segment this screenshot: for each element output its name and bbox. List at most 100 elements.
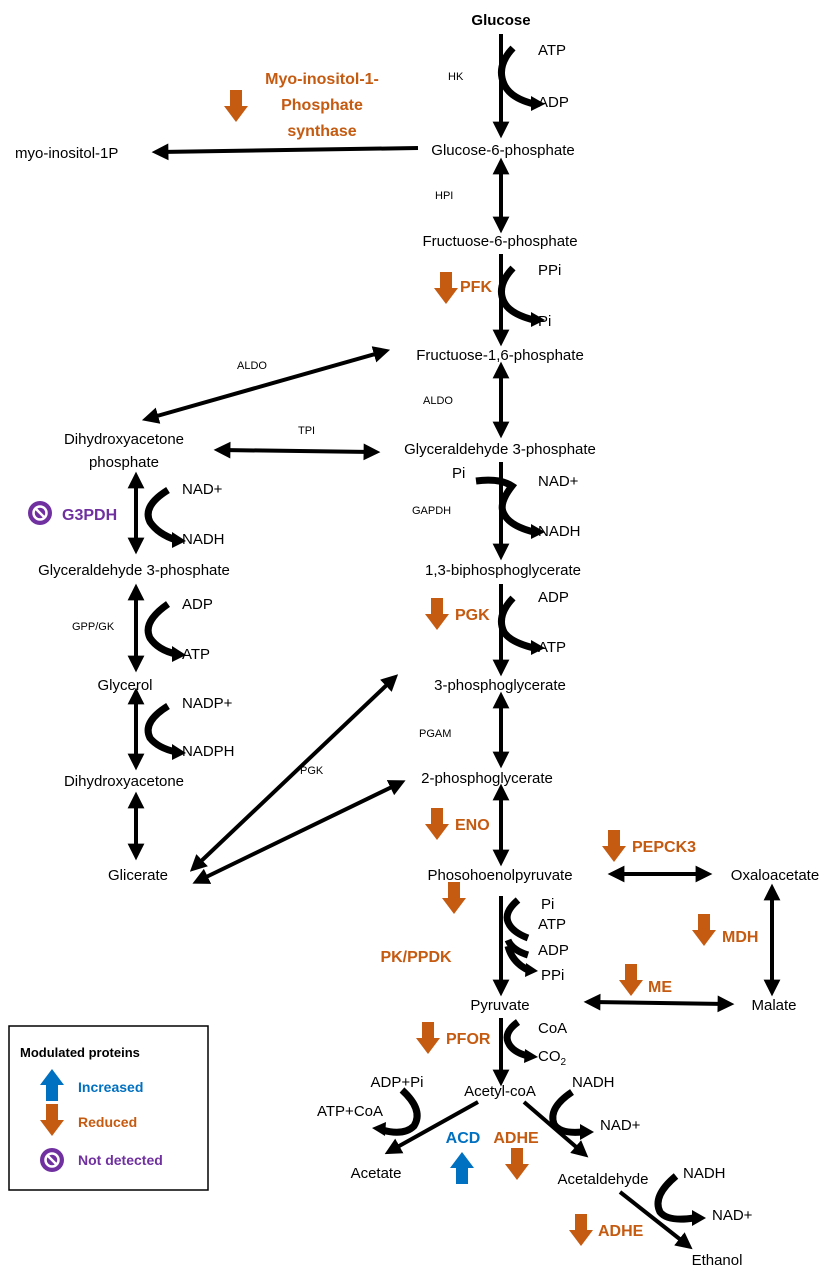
- enzyme-hpi: HPI: [435, 190, 453, 202]
- curve-pgk: [498, 595, 535, 652]
- enzyme-mips-line2: Phosphate: [281, 97, 363, 114]
- enzyme-pfor: PFOR: [446, 1031, 491, 1048]
- curve-head-pk: [525, 963, 538, 977]
- curve-head-gapdh: [531, 524, 545, 539]
- cofactor-nad-acetaldehyde: NAD+: [712, 1207, 753, 1224]
- legend-title: Modulated proteins: [20, 1045, 140, 1060]
- enzyme-pfk: PFK: [460, 279, 492, 296]
- curve-head-hk: [531, 96, 545, 111]
- curve-g3pdh: [144, 487, 178, 544]
- curve-head-adhe-1: [580, 1124, 594, 1140]
- enzyme-aldo-left: ALDO: [237, 360, 267, 372]
- legend-not-detected-icon: [38, 1146, 66, 1174]
- cofactor-nadh-acoa: NADH: [572, 1074, 615, 1091]
- enzyme-adhe-1: ADHE: [493, 1130, 539, 1147]
- cofactor-nad-acoa: NAD+: [600, 1117, 641, 1134]
- curve-head-pgk: [531, 640, 545, 655]
- arrow-g6p-myo: [151, 143, 419, 161]
- arrow-acetaldehyde-ethanol: [618, 1190, 693, 1250]
- arrow-f16p-dhap: [141, 346, 391, 424]
- metabolite-dha: Dihydroxyacetone: [64, 773, 184, 790]
- metabolite-glucose: Glucose: [471, 12, 530, 29]
- legend-increased-label: Increased: [78, 1079, 143, 1095]
- cofactor-nadph: NADPH: [182, 743, 235, 760]
- not-detected-icon-g3pdh: [26, 499, 54, 527]
- curve-head-nadp: [172, 744, 186, 760]
- curve-gk: [144, 601, 177, 658]
- enzyme-g3pdh: G3PDH: [62, 507, 117, 524]
- cofactor-atp-coa: ATP+CoA: [317, 1103, 383, 1120]
- cofactor-co2: CO2: [538, 1048, 567, 1068]
- cofactor-nadp: NADP+: [182, 695, 233, 712]
- curve-pk-1: [503, 897, 530, 942]
- enzyme-pk-ppdk: PK/PPDK: [380, 949, 452, 966]
- metabolite-myo-inositol: myo-inositol-1P: [15, 145, 118, 162]
- cofactor-atp-hk: ATP: [538, 42, 566, 59]
- metabolite-acetate: Acetate: [351, 1165, 402, 1182]
- cofactor-coa: CoA: [538, 1020, 567, 1037]
- enzyme-pgk-side: PGK: [300, 765, 324, 777]
- arrow-pyr-malate: [583, 993, 735, 1013]
- metabolite-f6p: Fructuose-6-phosphate: [422, 233, 577, 250]
- curve-pk-3: [504, 945, 530, 974]
- cofactor-nadh-gapdh: NADH: [538, 523, 581, 540]
- enzyme-mdh: MDH: [722, 929, 758, 946]
- cofactor-nad-g3pdh: NAD+: [182, 481, 223, 498]
- cofactor-adp-pi: ADP+Pi: [371, 1074, 424, 1091]
- enzyme-mips-line3: synthase: [287, 123, 356, 140]
- reduced-arrow-pk-ppdk: [442, 882, 466, 914]
- enzyme-pgam: PGAM: [419, 728, 451, 740]
- reduced-arrow-pgk: [425, 598, 449, 630]
- metabolite-ethanol: Ethanol: [692, 1252, 743, 1269]
- enzyme-aldo-main: ALDO: [423, 395, 453, 407]
- cofactor-ppi-pk: PPi: [541, 967, 564, 984]
- reduced-arrow-mips: [224, 90, 248, 122]
- enzyme-tpi: TPI: [298, 425, 315, 437]
- curve-head-gk: [172, 646, 186, 662]
- reduced-arrow-pfk: [434, 272, 458, 304]
- reduced-arrow-mdh: [692, 914, 716, 946]
- arrow-glicerate-2pg: [192, 780, 406, 884]
- reduced-arrow-pfor: [416, 1022, 440, 1054]
- curve-hk: [498, 45, 535, 108]
- curve-gapdh: [475, 476, 535, 536]
- metabolite-glycerol: Glycerol: [97, 677, 152, 694]
- metabolite-acetaldehyde: Acetaldehyde: [558, 1171, 649, 1188]
- curve-pk-2: [504, 938, 530, 959]
- enzyme-eno: ENO: [455, 817, 490, 834]
- cofactor-pi-gapdh: Pi: [452, 465, 465, 482]
- metabolite-g3p-left: Glyceraldehyde 3-phosphate: [38, 562, 230, 579]
- enzyme-pgk: PGK: [455, 607, 490, 624]
- reduced-arrow-pepck3: [602, 830, 626, 862]
- metabolite-g6p: Glucose-6-phosphate: [431, 142, 574, 159]
- enzyme-acd: ACD: [446, 1130, 481, 1147]
- arrow-acoa-acetate: [384, 1100, 479, 1155]
- cofactor-nadh-acetaldehyde: NADH: [683, 1165, 726, 1182]
- metabolite-malate: Malate: [751, 997, 796, 1014]
- curve-pfk: [498, 265, 535, 324]
- metabolite-oaa: Oxaloacetate: [731, 867, 819, 884]
- curve-nadp: [144, 703, 177, 756]
- enzyme-gpp-gk: GPP/GK: [72, 621, 115, 633]
- metabolite-3pg: 3-phosphoglycerate: [434, 677, 566, 694]
- cofactor-pi-pfk: Pi: [538, 313, 551, 330]
- metabolite-glicerate: Glicerate: [108, 867, 168, 884]
- metabolite-dhap-line1: Dihydroxyacetone: [64, 431, 184, 448]
- cofactor-adp-gk: ADP: [182, 596, 213, 613]
- reduced-arrow-adhe-1: [505, 1148, 529, 1180]
- enzyme-hk: HK: [448, 71, 464, 83]
- enzyme-gapdh: GAPDH: [412, 505, 451, 517]
- reduced-arrow-adhe-2: [569, 1214, 593, 1246]
- curve-head-pfor: [524, 1049, 538, 1063]
- curve-acd: [381, 1087, 421, 1136]
- curve-head-adhe-2: [692, 1210, 706, 1226]
- cofactor-nad-gapdh: NAD+: [538, 473, 579, 490]
- cofactor-adp-pk: ADP: [538, 942, 569, 959]
- increased-arrow-acd: [450, 1152, 474, 1184]
- cofactor-atp-pk: ATP: [538, 916, 566, 933]
- enzyme-me: ME: [648, 979, 672, 996]
- cofactor-adp-hk: ADP: [538, 94, 569, 111]
- curve-head-pfk: [531, 312, 545, 327]
- curve-head-g3pdh: [172, 532, 186, 548]
- cofactor-nadh-g3pdh: NADH: [182, 531, 225, 548]
